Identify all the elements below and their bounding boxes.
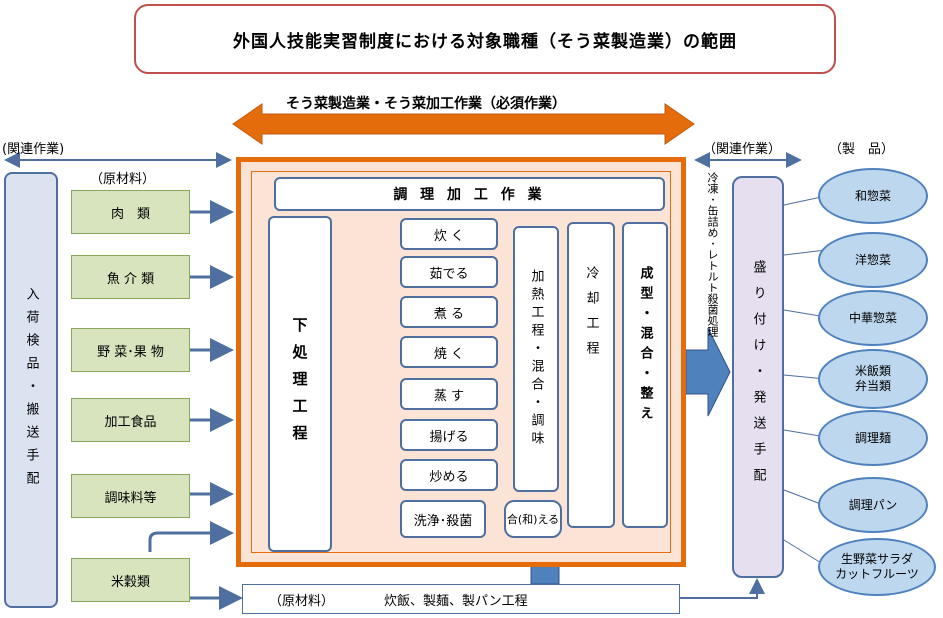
step-deep-fry: 揚げる xyxy=(400,419,498,451)
left-related-label: (関連作業) xyxy=(2,142,65,157)
bottom-raw-label: （原材料） xyxy=(269,593,335,609)
product-label: 生野菜サラダ カットフルーツ xyxy=(835,552,919,581)
product-label: 和惣菜 xyxy=(854,188,891,203)
product-label: 調理麺 xyxy=(854,430,891,445)
raw-material-rice: 米穀類 xyxy=(71,558,190,602)
product-label: 中華惣菜 xyxy=(848,310,897,325)
forming-process-box: 成型・混合・整え xyxy=(622,222,668,528)
step-stir-fry: 炒める xyxy=(400,459,498,491)
page-title: 外国人技能実習制度における対象職種（そう菜製造業）の範囲 xyxy=(134,4,836,74)
big-right-arrow xyxy=(685,327,731,417)
raw-material-seasoning: 調味料等 xyxy=(71,474,190,518)
cooling-process-text: 冷却工程 xyxy=(583,266,599,366)
plating-shipping-text: 盛り付け・発送手配 xyxy=(750,260,766,494)
heating-process-text: 加熱工程・混合・調味 xyxy=(528,269,544,449)
pre-process-text: 下処理工程 xyxy=(290,316,309,452)
right-related-label: （関連作業） xyxy=(703,142,782,157)
side-process-text: 冷凍･缶詰め･レトルト殺菌処理 xyxy=(706,172,719,337)
step-label: 蒸 す xyxy=(433,388,465,404)
raw-material-label: 野 菜･果 物 xyxy=(97,344,164,360)
step-label: 焼 く xyxy=(433,346,465,362)
product-japanese-deli: 和惣菜 xyxy=(818,168,928,224)
raw-material-processed: 加工食品 xyxy=(71,398,190,442)
cooking-header-text: 調 理 加 工 作 業 xyxy=(393,187,546,203)
step-label: 炊 く xyxy=(433,228,465,244)
step-label: 洗浄･殺菌 xyxy=(413,513,473,529)
raw-material-meat: 肉 類 xyxy=(71,190,190,234)
raw-material-label: 調味料等 xyxy=(104,490,157,506)
step-blanch: 茹でる xyxy=(400,256,498,288)
forming-process-text: 成型・混合・整え xyxy=(637,266,653,426)
cooking-header: 調 理 加 工 作 業 xyxy=(274,177,665,211)
step-grill: 焼 く xyxy=(400,336,498,368)
raw-material-label: 加工食品 xyxy=(104,414,157,430)
step-steam: 蒸 す xyxy=(400,378,498,410)
product-chinese-deli: 中華惣菜 xyxy=(818,290,928,346)
raw-material-label: 米穀類 xyxy=(110,574,150,590)
step-label: 炒める xyxy=(429,469,469,485)
page-title-text: 外国人技能実習制度における対象職種（そう菜製造業）の範囲 xyxy=(233,31,737,52)
side-process-label: 冷凍･缶詰め･レトルト殺菌処理 xyxy=(701,172,723,342)
step-boil-rice: 炊 く xyxy=(400,218,498,250)
bottom-process-bar: （原材料） 炊飯、製麺、製パン工程 xyxy=(242,584,680,614)
product-bread: 調理パン xyxy=(818,477,928,533)
inspection-text: 入荷検品・搬送手配 xyxy=(23,286,39,494)
plating-shipping-box: 盛り付け・発送手配 xyxy=(732,176,784,578)
mix-text: 合(和)える xyxy=(506,513,560,526)
step-simmer: 煮 る xyxy=(400,296,498,328)
products-label: （製 品） xyxy=(829,142,895,157)
step-label: 煮 る xyxy=(433,306,465,322)
top-arrow-label: そう菜製造業・そう菜加工作業（必須作業） xyxy=(286,96,566,112)
step-label: 揚げる xyxy=(429,429,469,445)
product-western-deli: 洋惣菜 xyxy=(818,232,928,288)
raw-material-label: 魚 介 類 xyxy=(106,271,155,287)
product-label: 調理パン xyxy=(848,497,898,512)
mix-box: 合(和)える xyxy=(504,500,562,538)
step-wash-sterilize: 洗浄･殺菌 xyxy=(400,500,486,538)
heating-process-box: 加熱工程・混合・調味 xyxy=(513,226,559,492)
raw-material-fish: 魚 介 類 xyxy=(71,255,190,299)
bottom-process-label: 炊飯、製麺、製パン工程 xyxy=(384,593,528,609)
cooling-process-box: 冷却工程 xyxy=(567,222,615,528)
product-rice-bento: 米飯類 弁当類 xyxy=(818,349,928,409)
inspection-box: 入荷検品・搬送手配 xyxy=(4,172,58,608)
product-label: 米飯類 弁当類 xyxy=(854,364,891,393)
product-label: 洋惣菜 xyxy=(854,252,891,267)
raw-material-vegetables: 野 菜･果 物 xyxy=(71,328,190,372)
pre-process-box: 下処理工程 xyxy=(268,216,332,552)
product-noodles: 調理麺 xyxy=(818,410,928,466)
raw-material-label: 肉 類 xyxy=(110,206,150,222)
step-label: 茹でる xyxy=(429,266,469,282)
raw-materials-label: （原材料） xyxy=(90,172,156,187)
product-salad-fruit: 生野菜サラダ カットフルーツ xyxy=(818,538,936,596)
